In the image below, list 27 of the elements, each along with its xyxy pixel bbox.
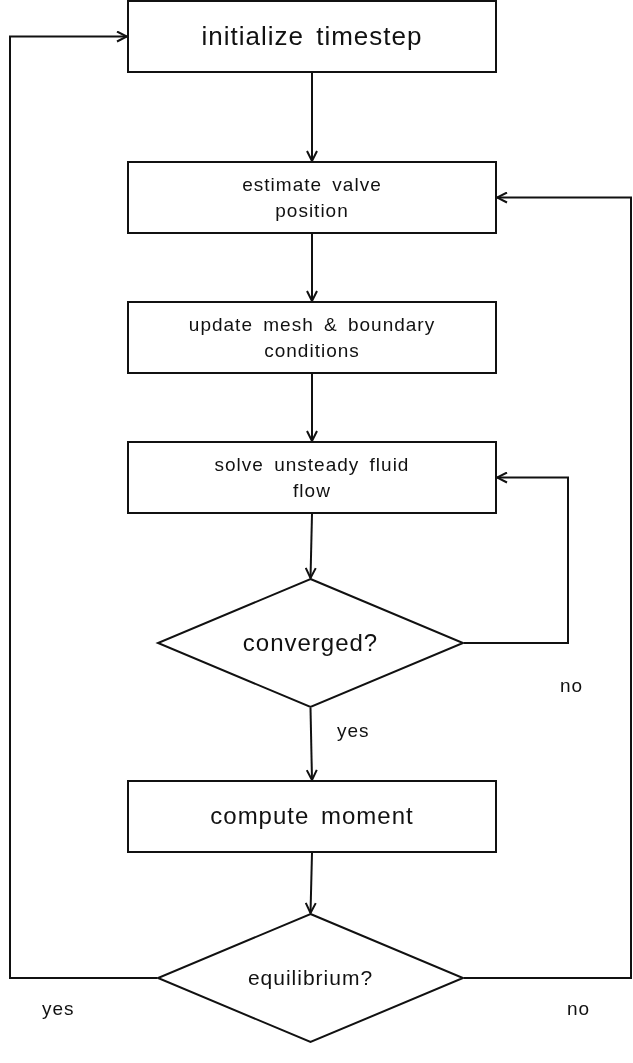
arrow [306, 373, 318, 442]
node-text: compute moment [210, 801, 414, 832]
arrow [306, 233, 318, 302]
arrow [306, 72, 318, 162]
arrow [463, 471, 569, 644]
decision-diamond [157, 913, 464, 1043]
process-box [127, 441, 497, 514]
process-box [127, 780, 497, 853]
edge-label: no [567, 998, 591, 1020]
node-text: equilibrium? [247, 964, 374, 991]
process-box [127, 161, 497, 234]
node-text: estimate valve position [241, 172, 383, 223]
node-text: initialize timestep [201, 19, 423, 53]
process-box [127, 0, 497, 73]
decision-diamond [157, 578, 464, 708]
node-text: update mesh & boundary conditions [187, 312, 437, 363]
arrow [9, 30, 158, 979]
node-text: solve unsteady fluid flow [213, 452, 411, 503]
arrow [463, 191, 632, 979]
edge-label: yes [337, 720, 370, 742]
node-text: converged? [242, 627, 379, 658]
process-box [127, 301, 497, 374]
arrow [304, 852, 317, 914]
edge-label: yes [42, 998, 75, 1020]
arrow [304, 513, 317, 579]
arrow [305, 707, 318, 781]
edge-label: no [560, 675, 584, 697]
